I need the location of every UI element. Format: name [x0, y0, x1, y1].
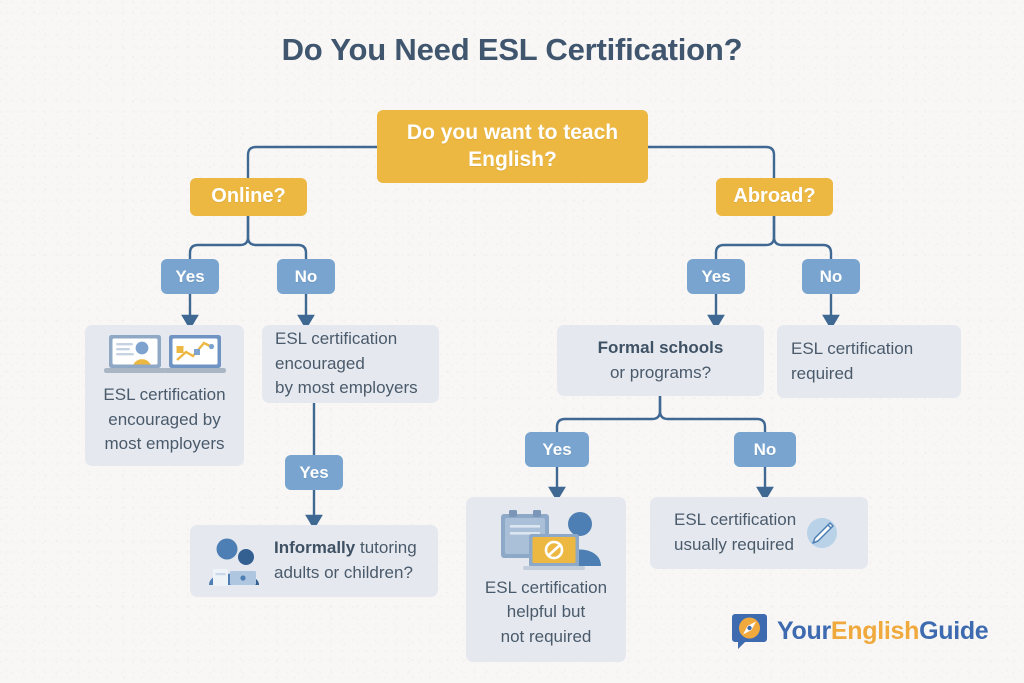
laptop-profile-icon	[103, 335, 166, 374]
badge-formal-yes[interactable]: Yes	[525, 432, 589, 467]
abroad-no-result-line-2: required	[791, 363, 854, 383]
node-formal-yes-result: ESL certification helpful but not requir…	[466, 497, 626, 662]
badge-formal-no-label: No	[753, 439, 777, 459]
abroad-no-result-line-1: ESL certification	[791, 338, 914, 358]
node-online-question[interactable]: Online?	[190, 178, 307, 216]
formal-no-result-line-1: ESL certification	[674, 510, 797, 530]
logo-part-english: English	[830, 617, 920, 645]
badge-formal-no[interactable]: No	[734, 432, 796, 467]
online-no-result-line-2: encouraged	[275, 353, 365, 373]
node-online-no-result: ESL certification encouraged by most emp…	[262, 325, 439, 403]
informal-result-line-2: adults or children?	[274, 563, 413, 582]
node-online-yes-result: ESL certification encouraged by most emp…	[85, 325, 244, 466]
node-formal-no-result: ESL certification usually required	[650, 497, 868, 569]
logo-part-your: Your	[777, 617, 831, 645]
badge-abroad-no-label: No	[819, 266, 843, 286]
badge-informal-yes[interactable]: Yes	[285, 455, 343, 490]
root-line-2: English?	[468, 147, 557, 171]
badge-formal-yes-label: Yes	[542, 439, 572, 459]
informal-result-bold: Informally	[274, 538, 356, 558]
logo-wordmark: YourEnglishGuide	[777, 617, 989, 646]
badge-abroad-no[interactable]: No	[802, 259, 860, 294]
badge-abroad-yes-label: Yes	[701, 266, 731, 286]
online-yes-result-line-2: encouraged by	[108, 409, 221, 429]
online-label: Online?	[211, 185, 286, 208]
root-line-1: Do you want to teach	[406, 120, 619, 144]
online-no-result-line-3: by most employers	[275, 378, 418, 398]
badge-online-no-label: No	[294, 266, 318, 286]
laptop-chart-icon	[163, 335, 226, 374]
formal-yes-result-line-2: helpful but	[506, 602, 586, 622]
online-yes-result-line-3: most employers	[104, 434, 225, 454]
formal-yes-result-line-3: not required	[500, 626, 592, 646]
formal-schools-line-1: Formal schools	[597, 337, 724, 357]
formal-schools-line-2: or programs?	[609, 362, 712, 382]
logo-part-guide: Guide	[919, 617, 989, 645]
classroom-monitor-person-icon	[501, 509, 601, 570]
laptops-icon-group	[103, 332, 226, 376]
badge-abroad-yes[interactable]: Yes	[687, 259, 745, 294]
badge-online-yes-label: Yes	[175, 266, 205, 286]
node-root-question[interactable]: Do you want to teach English?	[377, 110, 648, 183]
online-yes-result-line-1: ESL certification	[103, 385, 226, 405]
node-formal-schools-question: Formal schools or programs?	[557, 325, 764, 396]
node-abroad-question[interactable]: Abroad?	[716, 178, 833, 216]
badge-informal-yes-label: Yes	[299, 462, 329, 482]
informal-result-line-1: Informally tutoring	[274, 536, 417, 561]
brand-logo[interactable]: YourEnglishGuide	[731, 613, 989, 650]
formal-no-result-line-2: usually required	[674, 535, 795, 554]
pencil-circle-icon	[807, 518, 838, 548]
two-people-icon	[209, 538, 259, 586]
abroad-label: Abroad?	[733, 185, 816, 208]
informal-result-rest: tutoring	[355, 538, 417, 558]
formal-yes-result-line-1: ESL certification	[484, 577, 608, 597]
node-abroad-no-result: ESL certification required	[777, 325, 961, 398]
online-no-result-line-1: ESL certification	[275, 329, 398, 349]
badge-online-no[interactable]: No	[277, 259, 335, 294]
badge-online-yes[interactable]: Yes	[161, 259, 219, 294]
compass-speech-bubble-icon	[732, 614, 767, 649]
node-informal-result: Informally tutoring adults or children?	[190, 525, 438, 597]
page-title: Do You Need ESL Certification?	[281, 32, 743, 67]
